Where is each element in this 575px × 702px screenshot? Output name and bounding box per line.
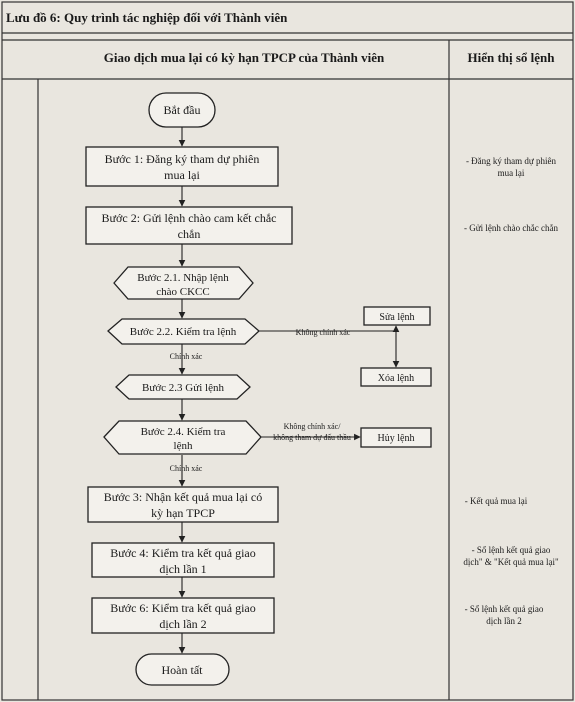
side-note-3-line-1: - Kết quả mua lại [465, 496, 528, 506]
edge-label-not-correct-2-line-1: Không chính xác/ [284, 422, 342, 431]
side-note-3: - Kết quả mua lại [465, 496, 528, 506]
delete-order-box: Xóa lệnh [360, 367, 432, 387]
cancel-order-label: Hủy lệnh [378, 433, 415, 444]
side-note-4-line-1: - Sổ lệnh kết quả giao [472, 545, 551, 555]
side-note-1: - Đăng ký tham dự phiên mua lại [466, 156, 557, 178]
step-2-4-node: Bước 2.4. Kiểm tra lệnh [103, 420, 262, 455]
side-note-5: - Sổ lệnh kết quả giao dịch lần 2 [465, 604, 544, 626]
step-2-4-line-1: Bước 2.4. Kiểm tra [141, 426, 226, 438]
step-2-box: Bước 2: Gửi lệnh chào cam kết chắc chắn [85, 206, 293, 245]
step-4-line-2: dịch lần 1 [159, 562, 206, 576]
step-1-line-1: Bước 1: Đăng ký tham dự phiên [105, 152, 260, 166]
step-4-line-1: Bước 4: Kiểm tra kết quả giao [110, 546, 255, 560]
edge-label-not-correct: Không chính xác [296, 328, 351, 337]
edge-label-correct-2: Chính xác [170, 464, 203, 473]
edit-order-box: Sửa lệnh [363, 306, 431, 326]
step-6-box: Bước 6: Kiểm tra kết quả giao dịch lần 2 [91, 597, 275, 634]
side-note-2-line-1: - Gửi lệnh chào chắc chắn [464, 223, 559, 233]
edge-label-correct-1: Chính xác [170, 352, 203, 361]
edit-order-label: Sửa lệnh [379, 312, 414, 323]
step-2-4-line-2: lệnh [174, 440, 193, 452]
start-label: Bắt đầu [164, 103, 201, 117]
step-6-line-2: dịch lần 2 [159, 617, 206, 631]
step-4-box: Bước 4: Kiểm tra kết quả giao dịch lần 1 [91, 542, 275, 578]
side-note-4: - Sổ lệnh kết quả giao dịch" & "Kết quả … [463, 545, 559, 567]
side-note-1-line-2: mua lại [498, 168, 525, 178]
step-2-2-node: Bước 2.2. Kiểm tra lệnh [107, 318, 260, 345]
step-3-box: Bước 3: Nhận kết quả mua lại có kỳ hạn T… [87, 486, 279, 523]
end-label: Hoàn tất [162, 663, 204, 677]
side-note-4-line-2: dịch" & "Kết quả mua lại" [463, 557, 559, 567]
step-2-line-1: Bước 2: Gửi lệnh chào cam kết chắc [102, 211, 277, 225]
step-2-line-2: chắn [178, 227, 201, 241]
delete-order-label: Xóa lệnh [378, 373, 414, 384]
step-3-line-2: kỳ hạn TPCP [151, 506, 215, 520]
step-6-line-1: Bước 6: Kiểm tra kết quả giao [110, 601, 255, 615]
edge-label-not-correct-2-line-2: không tham dự đấu thầu [273, 433, 351, 442]
step-1-line-2: mua lại [164, 168, 200, 182]
diagram-title: Lưu đồ 6: Quy trình tác nghiệp đối với T… [6, 10, 288, 25]
step-2-3-node: Bước 2.3 Gửi lệnh [115, 374, 251, 400]
start-node: Bắt đầu [148, 92, 216, 128]
cancel-order-box: Hủy lệnh [360, 427, 432, 448]
step-2-2-label: Bước 2.2. Kiểm tra lệnh [130, 326, 237, 338]
connectors [178, 127, 400, 654]
header-left: Giao dịch mua lại có kỳ hạn TPCP của Thà… [104, 50, 385, 65]
side-note-2: - Gửi lệnh chào chắc chắn [464, 223, 559, 233]
step-2-1-line-2: chào CKCC [156, 286, 209, 298]
end-node: Hoàn tất [135, 653, 230, 686]
side-note-5-line-2: dịch lần 2 [486, 616, 522, 626]
step-2-1-node: Bước 2.1. Nhập lệnh chào CKCC [113, 266, 254, 300]
step-2-3-label: Bước 2.3 Gửi lệnh [142, 382, 224, 394]
step-1-box: Bước 1: Đăng ký tham dự phiên mua lại [85, 146, 279, 187]
step-2-1-line-1: Bước 2.1. Nhập lệnh [137, 272, 229, 284]
step-3-line-1: Bước 3: Nhận kết quả mua lại có [104, 490, 262, 504]
side-note-1-line-1: - Đăng ký tham dự phiên [466, 156, 557, 166]
side-note-5-line-1: - Sổ lệnh kết quả giao [465, 604, 544, 614]
header-right: Hiển thị sổ lệnh [467, 50, 555, 65]
